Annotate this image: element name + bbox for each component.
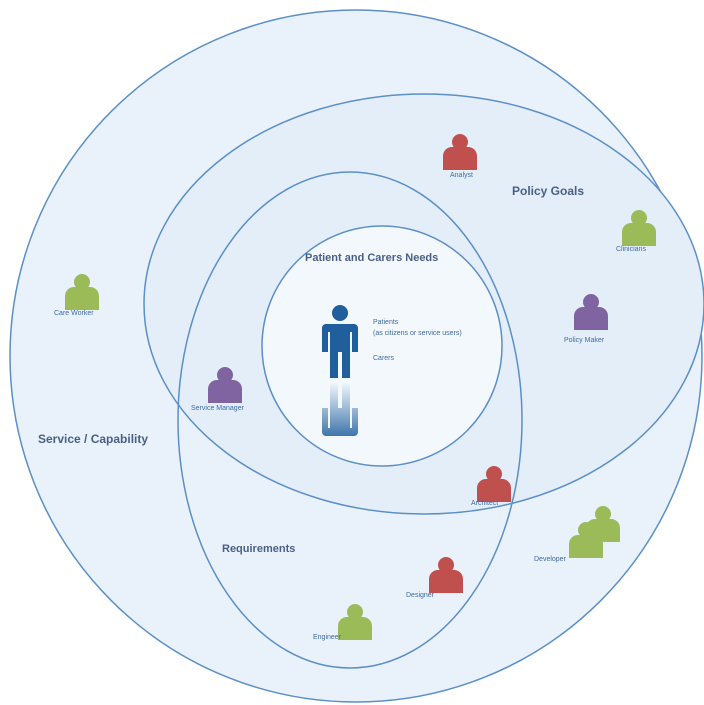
requirements-ellipse (177, 171, 523, 669)
architect-person-icon (477, 466, 511, 502)
carers-label: Carers (373, 355, 395, 362)
policy-maker-label: Policy Maker (564, 337, 605, 344)
patient-reflection (322, 382, 358, 436)
designer-label: Designer (406, 592, 435, 599)
clinician-label: Clinicians (616, 246, 646, 253)
developer-label: Developer (534, 556, 566, 563)
clinician-person-icon (622, 210, 656, 246)
engineer-label: Engineer (313, 634, 342, 641)
policy-goals-label: Policy Goals (512, 184, 585, 198)
architect-label: Architect (471, 500, 499, 507)
care-worker-label: Care Worker (54, 310, 94, 317)
care-worker-person-icon (65, 274, 99, 310)
patient-needs-label: Patient and Carers Needs (305, 252, 439, 264)
engineer-person-icon (338, 604, 372, 640)
service-capability-label: Service / Capability (38, 432, 149, 446)
policy-maker-person-icon (574, 294, 608, 330)
analyst-label: Analyst (450, 172, 473, 179)
designer-person-icon (429, 557, 463, 593)
requirements-label: Requirements (222, 543, 296, 555)
developer-person-icon (569, 522, 603, 558)
service-manager-label: Service Manager (191, 405, 244, 412)
patients-label: Patients (373, 319, 399, 326)
patients-subtitle: (as citizens or service users) (373, 330, 462, 337)
service-manager-person-icon (208, 367, 242, 403)
patient-person-icon (322, 305, 358, 378)
patient-needs-circle (261, 225, 503, 467)
analyst-person-icon (443, 134, 477, 170)
